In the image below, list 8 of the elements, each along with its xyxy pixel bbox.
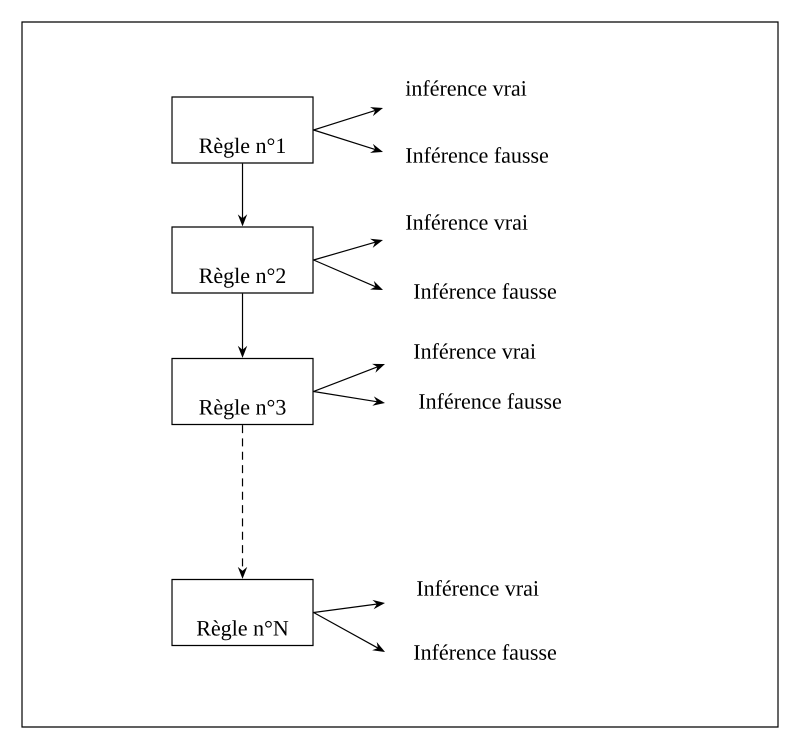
inference-label: inférence vrai [406,80,526,96]
inference-label: Inférence vrai [414,343,536,359]
inference-label: Inférence fausse [419,393,562,409]
inference-label: Inférence fausse [406,147,548,163]
inference-label: Inférence fausse [414,283,556,299]
inference-label: Inférence fausse [414,644,556,660]
inference-label: Inférence vrai [417,580,539,596]
inference-label: Inférence vrai [406,214,528,230]
